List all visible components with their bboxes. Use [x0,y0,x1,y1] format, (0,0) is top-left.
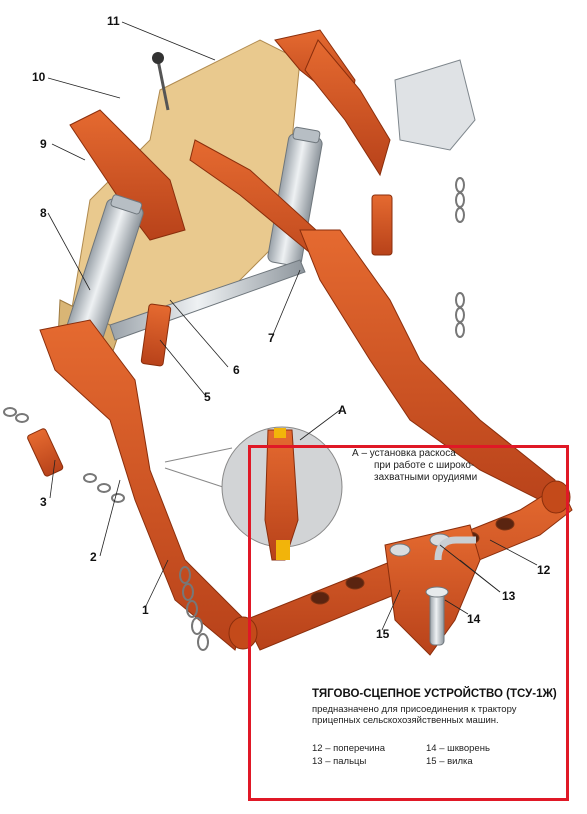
callout-note: А – установка раскоса при работе с широк… [352,448,477,484]
callout-line-1: А – установка раскоса [352,448,456,459]
info-desc-line-2: прицепных сельскохозяйственных машин. [312,715,499,726]
leader-lines [47,21,538,631]
info-title: ТЯГОВО-СЦЕПНОЕ УСТРОЙСТВО (ТСУ-1Ж) [312,688,557,700]
lever-knob [152,52,164,64]
legend-item-12: 12 – поперечина [312,743,386,754]
label-10: 10 [32,70,46,84]
label-15: 15 [376,627,390,641]
kingpin [434,536,476,561]
label-1: 1 [142,603,149,617]
label-14: 14 [467,612,481,626]
detail-tip-bottom [276,540,290,560]
legend-item-14: 14 – шкворень [426,743,490,754]
chain-front-left [3,407,125,503]
label-3: 3 [40,495,47,509]
legend-item-15: 15 – вилка [426,756,473,767]
info-desc-line-1: предназначено для присоединения к тракто… [312,704,517,715]
turnbuckle-left [140,303,172,367]
lift-lever [156,59,170,111]
detail-tip-top [274,428,286,438]
chain-right [455,177,465,338]
label-9: 9 [40,137,47,151]
callout-line-3: захватными орудиями [374,472,478,483]
info-description: предназначено для присоединения к тракто… [312,704,562,726]
callout-pointer-2 [164,467,233,491]
label-a: A [338,403,347,417]
legend-item-13: 13 – пальцы [312,756,367,767]
kingpin-cap [425,586,449,598]
label-6: 6 [233,363,240,377]
pins-13 [389,533,451,557]
brace-left [27,428,64,477]
callout-line-2: при работе с широко- [374,460,475,471]
turnbuckle-right [371,194,393,256]
chain-left [179,566,209,651]
label-8: 8 [40,206,47,220]
callout-pointer [164,447,233,463]
right-mount-plate [394,59,476,151]
label-12: 12 [537,563,551,577]
label-7: 7 [268,331,275,345]
left-lower-arm [39,319,246,651]
label-5: 5 [204,390,211,404]
beam-end-right [541,480,571,514]
label-13: 13 [502,589,516,603]
label-11: 11 [107,14,120,28]
right-upper-arm [304,39,391,177]
label-2: 2 [90,550,97,564]
highlight-frame [248,445,569,801]
